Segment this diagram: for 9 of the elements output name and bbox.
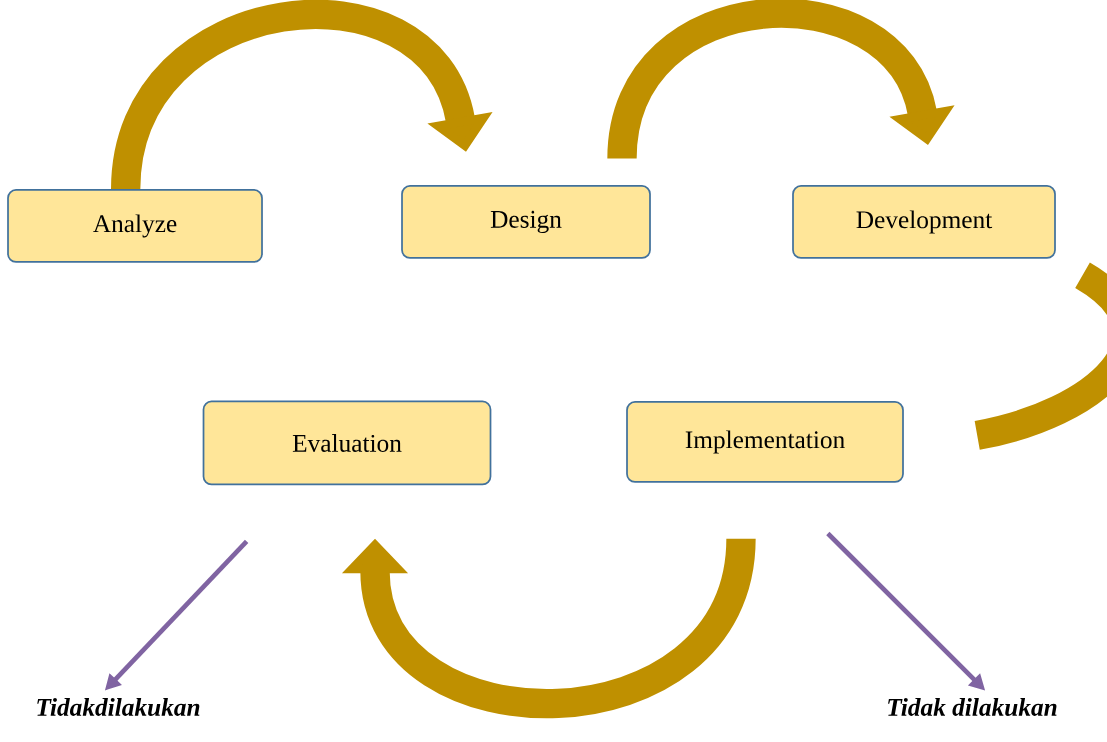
process-box: Analyze [7, 189, 263, 263]
caption-text: Tidak dilakukan [888, 698, 1057, 716]
process-box: Implementation [626, 401, 904, 483]
arrow [111, 0, 493, 191]
process-box: Evaluation [202, 400, 492, 486]
process-box: Development [792, 185, 1056, 259]
caption-text: Tidakdilakukan [37, 698, 200, 716]
arrow [341, 536, 756, 718]
process-box: Design [401, 185, 651, 259]
